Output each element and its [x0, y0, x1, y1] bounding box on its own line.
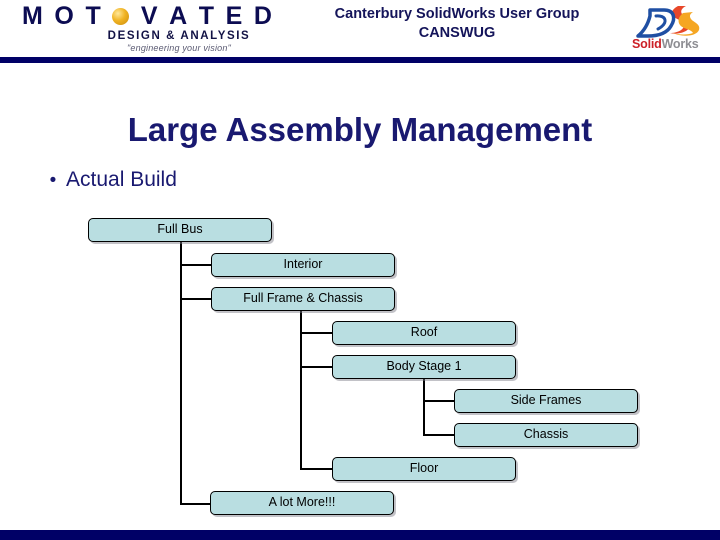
- bullet-label: Actual Build: [66, 168, 177, 191]
- tree-node-a-lot-more: A lot More!!!: [210, 491, 394, 515]
- tree-node-interior: Interior: [211, 253, 395, 277]
- tree-connector-h-body: [300, 366, 332, 368]
- tree-node-body-stage-1: Body Stage 1: [332, 355, 516, 379]
- tree-connector-h-interior: [180, 264, 211, 266]
- tree-node-roof: Roof: [332, 321, 516, 345]
- logo-letter-o: O: [54, 2, 74, 30]
- logo-letter-e: E: [225, 2, 243, 30]
- tree-connector-h-side: [423, 400, 454, 402]
- logo-letter-m: M: [22, 2, 43, 30]
- solidworks-logo: SolidWorks: [630, 4, 716, 56]
- header-title-line2: CANSWUG: [418, 25, 496, 41]
- tree-node-side-frames: Side Frames: [454, 389, 638, 413]
- motovated-subtitle: DESIGN & ANALYSIS: [107, 30, 251, 42]
- tree-connector-h-floor: [300, 468, 332, 470]
- tree-connector-v-trunk-2: [300, 310, 302, 470]
- gold-circle-icon: [112, 7, 130, 25]
- slide-title: Large Assembly Management: [127, 111, 593, 149]
- tree-connector-h-roof: [300, 332, 332, 334]
- header-title-line1: Canterbury SolidWorks User Group: [334, 6, 580, 22]
- tree-node-chassis: Chassis: [454, 423, 638, 447]
- ds-swoosh-icon: [636, 6, 700, 38]
- header-title: Canterbury SolidWorks User Group CANSWUG: [296, 5, 618, 43]
- tree-connector-h-chassis: [423, 434, 454, 436]
- motovated-wordmark: M O T V A T E D: [22, 3, 272, 29]
- logo-letter-v: V: [140, 2, 158, 30]
- tree-connector-h-alotmore: [180, 503, 210, 505]
- tree-connector-h-frame: [180, 298, 211, 300]
- bullet-glyph-icon: •: [49, 170, 57, 191]
- solidworks-wordmark: SolidWorks: [632, 37, 716, 51]
- footer-bar: [0, 530, 720, 540]
- logo-letter-d: D: [253, 2, 272, 30]
- tree-node-floor: Floor: [332, 457, 516, 481]
- tree-node-full-bus: Full Bus: [88, 218, 272, 242]
- slide-header: M O T V A T E D DESIGN & ANALYSIS "engin…: [0, 0, 720, 57]
- motovated-tagline: "engineering your vision": [127, 43, 231, 53]
- solidworks-solid-text: Solid: [632, 37, 662, 51]
- bullet-item-actual-build: • Actual Build: [40, 168, 177, 192]
- tree-connector-v-trunk-3: [423, 378, 425, 435]
- tree-node-full-frame-chassis: Full Frame & Chassis: [211, 287, 395, 311]
- logo-letter-a: A: [169, 2, 188, 30]
- logo-letter-t: T: [85, 2, 101, 30]
- solidworks-works-text: Works: [661, 37, 699, 51]
- logo-letter-t2: T: [198, 2, 215, 30]
- motovated-logo: M O T V A T E D DESIGN & ANALYSIS "engin…: [22, 3, 272, 55]
- header-divider-bar: [0, 57, 720, 63]
- tree-connector-v-trunk-1: [180, 241, 182, 505]
